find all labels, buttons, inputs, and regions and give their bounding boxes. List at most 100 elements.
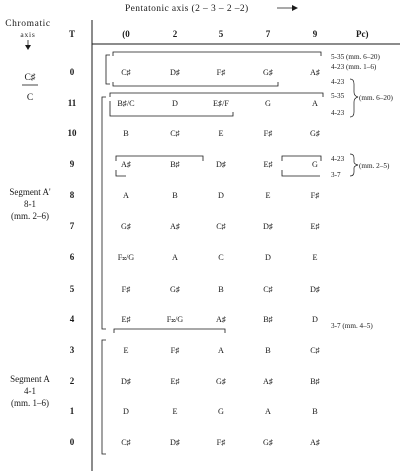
note-cell: F♯	[171, 346, 180, 355]
note-cell: D	[218, 191, 224, 200]
note-cell: E♯	[121, 315, 130, 324]
note-cell: E	[312, 253, 317, 262]
note-cell: E♯	[263, 160, 272, 169]
annotation-row11-range: (mm. 6–20)	[359, 94, 394, 102]
note-cell: C♯	[170, 129, 180, 138]
note-cell: B	[172, 191, 178, 200]
segment-a-set: 4-1	[24, 386, 36, 396]
note-cell: F♯	[311, 191, 320, 200]
note-cell: C♯	[263, 285, 273, 294]
transposition-label: 7	[70, 221, 75, 231]
transposition-label: 3	[70, 345, 75, 355]
transposition-label: 9	[70, 159, 75, 169]
note-cell: E♯	[310, 222, 319, 231]
transposition-label: 6	[70, 252, 75, 262]
note-cell: F♯	[217, 68, 226, 77]
annotation-row9-a: 4-23	[331, 155, 345, 163]
note-cell: D♯	[310, 285, 320, 294]
csharp-label: C♯	[24, 73, 35, 83]
note-cell: F♯	[217, 438, 226, 447]
note-cell: G	[312, 160, 318, 169]
note-cell: C	[218, 253, 224, 262]
note-cell: B♯	[170, 160, 180, 169]
segment-brackets	[101, 54, 110, 455]
segment-a-range: (mm. 1–6)	[11, 398, 49, 408]
note-cell: B	[218, 285, 224, 294]
note-cell: D♯	[121, 377, 131, 386]
column-header-4: 9	[313, 29, 318, 39]
note-cell: G	[265, 99, 271, 108]
transposition-label: 11	[68, 98, 77, 108]
note-cell: A	[312, 99, 318, 108]
column-header-1: 2	[173, 29, 178, 39]
segment-a-prime-title: Segment A'	[9, 187, 51, 197]
column-header-0: (0	[122, 29, 130, 39]
note-cell: D♯	[170, 438, 180, 447]
note-cell: A♯	[263, 377, 273, 386]
note-cell: G♯	[263, 438, 273, 447]
segment-a-prime-range: (mm. 2–6)	[11, 211, 49, 221]
pentatonic-axis-arrow	[277, 5, 298, 11]
annotation-row0-a: 5-35 (mm. 6–20)	[331, 53, 381, 61]
note-cell: A♯	[121, 160, 131, 169]
annotation-row9-range: (mm. 2–5)	[359, 162, 390, 170]
note-cell: A	[123, 191, 129, 200]
note-cell: F♯	[264, 129, 273, 138]
table-row: 2 D♯ E♯ G♯ A♯ B♯	[70, 376, 320, 386]
note-cell: C♯	[310, 346, 320, 355]
note-cell: F𝄪/G	[118, 253, 135, 262]
note-cell: D♯	[170, 68, 180, 77]
note-cell: A	[265, 407, 271, 416]
note-cell: A♯	[310, 438, 320, 447]
note-cell: D	[265, 253, 271, 262]
note-cell: A♯	[310, 68, 320, 77]
note-cell: B♯	[263, 315, 273, 324]
column-header-3: 7	[266, 29, 271, 39]
chromatic-axis-arrow	[25, 40, 31, 50]
note-cell: A♯	[216, 315, 226, 324]
transposition-label: 2	[70, 376, 75, 386]
note-cell: G♯	[216, 377, 226, 386]
pc-column-header: Pc)	[356, 29, 369, 39]
transposition-label: 8	[70, 190, 75, 200]
note-cell: D	[312, 315, 318, 324]
transposition-label: 4	[70, 314, 75, 324]
segment-a-title: Segment A	[10, 374, 50, 384]
note-cell: C♯	[121, 438, 131, 447]
note-cell: C♯	[121, 68, 131, 77]
annotation-row0-b: 4-23 (mm. 1–6)	[331, 63, 377, 71]
transposition-label: 1	[70, 406, 75, 416]
annotation-row11-c: 4-23	[331, 109, 345, 117]
chromatic-axis-label-2: axis	[20, 30, 35, 39]
pentatonic-axis-label: Pentatonic axis (2 – 3 – 2 –2)	[125, 3, 249, 14]
note-cell: B	[123, 129, 129, 138]
note-cell: B	[265, 346, 271, 355]
note-cell: B♯	[310, 377, 320, 386]
table-row: 4 E♯ F𝄪/G A♯ B♯ D	[70, 314, 318, 324]
annotation-row9-brace	[349, 153, 359, 177]
note-cell: D♯	[216, 160, 226, 169]
note-cell: E	[172, 407, 177, 416]
note-cell: B	[312, 407, 318, 416]
transposition-label: 0	[70, 67, 75, 77]
note-cell: E♯/F	[213, 99, 229, 108]
note-cell: F𝄪/G	[167, 315, 184, 324]
note-cell: E	[123, 346, 128, 355]
note-cell: C♯	[216, 222, 226, 231]
t-column-header: T	[69, 29, 75, 39]
annotation-row11-a: 4-23	[331, 78, 345, 86]
set-brackets	[109, 51, 324, 333]
annotation-row9-b: 3-7	[331, 171, 341, 179]
note-cell: E♯	[170, 377, 179, 386]
note-cell: F♯	[122, 285, 131, 294]
